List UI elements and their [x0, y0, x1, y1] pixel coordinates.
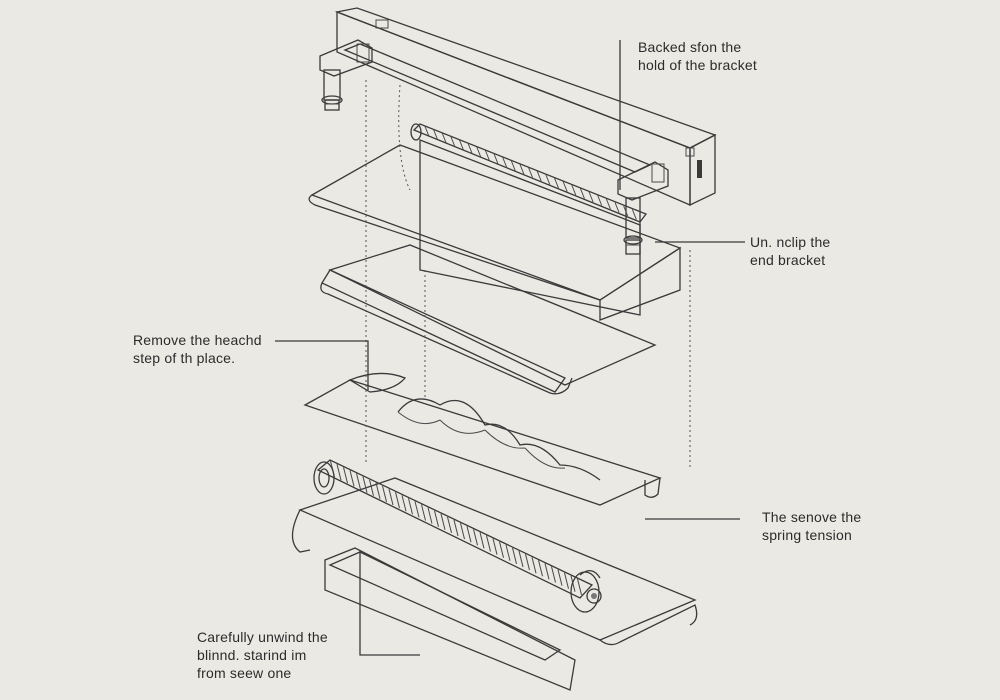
roller-rib	[538, 560, 543, 577]
upper-roller	[410, 123, 648, 316]
roller-rib	[525, 553, 530, 571]
callout-line-2: hold of the bracket	[638, 57, 757, 73]
roller-rib	[460, 522, 465, 540]
scalloped-panel	[303, 372, 662, 506]
roller-rib	[545, 174, 551, 185]
guide-lines	[365, 80, 691, 470]
roller-rib	[466, 526, 472, 543]
roller-rib	[467, 142, 473, 154]
roller-rib	[557, 569, 563, 586]
roller-rib	[476, 146, 482, 157]
spring-roller-assembly	[291, 459, 698, 691]
roller-rib	[473, 529, 478, 546]
roller-rib	[369, 479, 374, 496]
roller-rib	[564, 572, 569, 589]
roller-rib	[551, 566, 556, 583]
roller-rib	[434, 510, 439, 527]
callout-line-3: from seew one	[197, 665, 292, 681]
bottom-rail-panel	[320, 244, 657, 395]
roller-rib	[577, 578, 582, 596]
roller-rib	[571, 184, 577, 196]
roller-rib	[597, 195, 603, 206]
callout-unclip-end-bracket: Un. nclip the end bracket	[750, 233, 830, 269]
roller-rib	[458, 139, 464, 150]
roller-rib	[375, 482, 381, 499]
roller-rib	[362, 476, 368, 493]
roller-rib	[427, 507, 433, 524]
roller-rib	[432, 128, 438, 140]
roller-rib	[544, 563, 550, 580]
roller-rib	[631, 209, 637, 220]
roller-rib	[502, 156, 508, 168]
roller-rib	[336, 464, 342, 481]
roller-rib	[512, 547, 517, 565]
roller-rib	[623, 205, 629, 217]
roller-rib	[492, 538, 498, 555]
callout-line-2: spring tension	[762, 527, 852, 543]
left-bracket	[319, 39, 373, 111]
roller-rib	[493, 153, 499, 164]
roller-rib	[424, 125, 430, 136]
callout-line-1: Backed sfon the	[638, 39, 742, 55]
roller-rib	[414, 501, 420, 518]
callout-spring-tension: The senove the spring tension	[762, 508, 861, 544]
callout-line-2: end bracket	[750, 252, 826, 268]
callout-line-1: Carefully unwind the	[197, 629, 328, 645]
roller-rib	[343, 467, 348, 484]
callout-remove-step: Remove the heachd step of th place.	[133, 331, 262, 367]
top-panel	[308, 144, 682, 321]
roller-rib	[479, 532, 485, 549]
roller-rib	[382, 485, 387, 503]
roller-rib	[408, 498, 413, 515]
roller-rib	[395, 491, 400, 509]
roller-rib	[499, 541, 504, 558]
callout-line-1: The senove the	[762, 509, 862, 525]
roller-rib	[486, 535, 491, 552]
roller-rib	[441, 132, 447, 143]
callout-line-1: Remove the heachd	[133, 332, 262, 348]
roller-rib	[614, 202, 620, 213]
callout-detach-bracket: Backed sfon the hold of the bracket	[638, 38, 757, 74]
callout-leaders	[275, 40, 745, 656]
right-bracket	[617, 161, 669, 255]
roller-rib	[553, 177, 559, 189]
callout-line-2: step of th place.	[133, 350, 236, 366]
roller-rib	[562, 181, 568, 192]
roller-rib	[450, 135, 456, 147]
roller-rib	[536, 170, 542, 182]
roller-rib	[579, 188, 585, 199]
roller-rib	[401, 495, 407, 512]
roller-rib	[570, 575, 576, 592]
roller-rib	[447, 516, 452, 534]
roller-rib	[605, 198, 611, 210]
roller-rib	[588, 191, 594, 203]
roller-rib	[484, 149, 490, 161]
callout-unwind-blind: Carefully unwind the blinnd. starind im …	[197, 628, 328, 682]
roller-rib	[510, 160, 516, 171]
roller-rib	[349, 470, 355, 487]
roller-rib	[519, 163, 525, 175]
roller-rib	[453, 519, 459, 537]
roller-rib	[531, 557, 537, 574]
roller-rib	[356, 473, 361, 490]
roller-rib	[528, 167, 533, 178]
callout-line-1: Un. nclip the	[750, 234, 831, 250]
roller-rib	[505, 544, 511, 561]
roller-rib	[421, 504, 426, 521]
callout-line-2: blinnd. starind im	[197, 647, 307, 663]
roller-rib	[518, 550, 524, 568]
roller-rib	[440, 513, 446, 530]
roller-rib	[388, 488, 394, 506]
